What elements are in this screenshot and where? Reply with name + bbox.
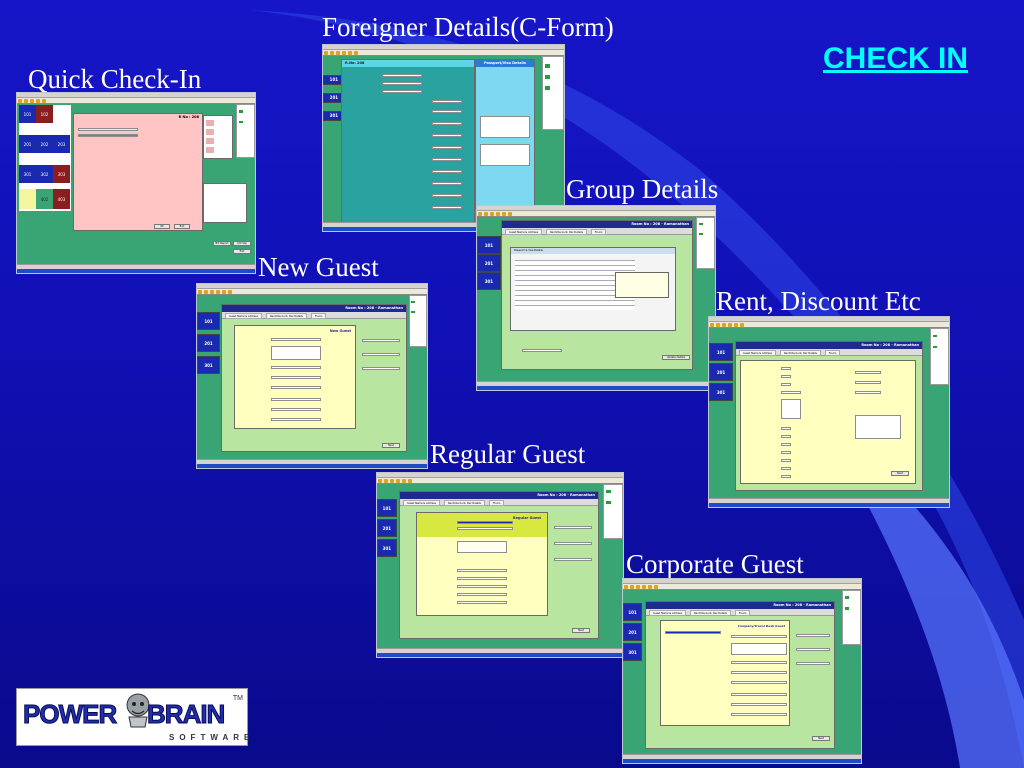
tab-rent-discount[interactable]: Rent,Discount, Pax Details <box>689 610 731 616</box>
next-button[interactable]: Next <box>891 471 909 476</box>
next-button[interactable]: Next <box>812 736 830 741</box>
room-header: Room No : 208 - Ramanathan <box>736 342 922 349</box>
room-tile[interactable]: 101 <box>709 343 733 361</box>
logo-word-brain: BRAIN <box>146 699 225 730</box>
room-tile[interactable]: 402 <box>36 189 53 209</box>
logo-trademark: TM <box>232 695 243 702</box>
room-tile[interactable]: 301 <box>477 272 501 290</box>
room-tile[interactable]: 101 <box>197 312 220 330</box>
tab-guest-name[interactable]: Guest Name & Address <box>403 500 441 506</box>
quick-check-in-label: Quick Check-In <box>28 64 202 94</box>
room-tile[interactable]: 101 <box>623 603 643 621</box>
new-guest-screenshot[interactable]: 101 201 301 Room No : 208 - Ramanathan G… <box>196 283 428 469</box>
tab-guest-name[interactable]: Guest Name & Address <box>649 610 687 616</box>
room-header: Room No : 208 - Ramanathan <box>222 305 406 312</box>
new-guest-label: New Guest <box>258 252 379 282</box>
next-button[interactable]: Next <box>382 443 400 448</box>
room-tile[interactable]: 201 <box>709 363 733 381</box>
room-tile[interactable]: 202 <box>36 135 53 153</box>
logo-word-power: POWER <box>22 699 117 730</box>
regular-guest-title: Regular Guest <box>512 516 541 520</box>
tab-guest-name[interactable]: Guest Name & Address <box>225 313 263 319</box>
room-header: Room No : 208 - Ramanathan <box>646 602 834 609</box>
quick-check-in-screenshot[interactable]: 101 102 201 202 203 301 302 303 402 403 … <box>16 92 256 274</box>
panel-header: R No : 208 <box>74 114 202 121</box>
foreigner-details-label: Foreigner Details(C-Form) <box>322 12 614 42</box>
power-brain-logo: POWER BRAIN TM SOFTWARE <box>16 688 249 746</box>
tab-floors[interactable]: Floors <box>734 610 751 616</box>
tab-rent-discount[interactable]: Rent,Discount, Pax Details <box>265 313 307 319</box>
passport-visa-header: Passport & Visa Details <box>511 248 675 254</box>
room-header: Room No : 208 - Ramanathan <box>400 492 598 499</box>
foreigner-details-screenshot[interactable]: 101 201 301 R.No: 208 Passport/Visa Deta… <box>322 44 565 232</box>
room-tile[interactable]: 301 <box>377 539 397 557</box>
panel-header: R.No: 208 <box>342 60 474 67</box>
tab-floors[interactable]: Floors <box>590 229 607 235</box>
next-button[interactable]: Next <box>572 628 590 633</box>
tab-rent-discount[interactable]: Rent,Discount, Pax Details <box>443 500 485 506</box>
room-tile[interactable]: 302 <box>36 165 53 183</box>
check-in-link[interactable]: CHECK IN <box>823 42 969 75</box>
room-tile[interactable]: 101 <box>377 499 397 517</box>
room-tile[interactable]: 201 <box>377 519 397 537</box>
room-tile[interactable]: 403 <box>53 189 70 209</box>
rent-discount-label: Rent, Discount Etc <box>716 286 921 316</box>
room-tile[interactable]: 201 <box>623 623 643 641</box>
room-tile[interactable]: 301 <box>197 356 220 374</box>
room-tile[interactable]: 101 <box>477 236 501 254</box>
rent-discount-screenshot[interactable]: 101 201 301 Room No : 208 - Ramanathan G… <box>708 316 950 508</box>
room-tile[interactable]: 102 <box>36 105 53 123</box>
logo-tagline: SOFTWARE <box>169 733 255 742</box>
mascot-icon <box>126 693 150 728</box>
tab-guest-name[interactable]: Guest Name & Address <box>739 350 777 356</box>
corporate-guest-title: Company/Travel Desk Guest <box>737 624 785 628</box>
tab-floors[interactable]: Floors <box>488 500 505 506</box>
tab-floors[interactable]: Floors <box>824 350 841 356</box>
group-details-screenshot[interactable]: 101 201 301 Room No : 208 - Ramanathan G… <box>476 205 716 391</box>
regular-guest-screenshot[interactable]: 101 201 301 Room No : 208 - Ramanathan G… <box>376 472 624 658</box>
room-header: Room No : 208 - Ramanathan <box>502 221 692 228</box>
new-guest-title: New Guest <box>329 329 351 333</box>
update-details-button[interactable]: Update Details <box>662 355 690 360</box>
corporate-guest-screenshot[interactable]: 101 201 301 Room No : 208 - Ramanathan G… <box>622 578 862 764</box>
tab-guest-name[interactable]: Guest Name & Address <box>505 229 543 235</box>
tab-rent-discount[interactable]: Rent,Discount, Pax Details <box>545 229 587 235</box>
regular-guest-label: Regular Guest <box>430 439 586 469</box>
room-tile[interactable]: 201 <box>477 254 501 272</box>
room-tile[interactable]: 101 <box>19 105 36 123</box>
tab-floors[interactable]: Floors <box>310 313 327 319</box>
corporate-guest-label: Corporate Guest <box>626 549 804 579</box>
tab-rent-discount[interactable]: Rent,Discount, Pax Details <box>779 350 821 356</box>
group-details-label: Group Details <box>566 174 719 204</box>
room-tile[interactable]: 301 <box>623 643 643 661</box>
room-tile[interactable]: 203 <box>53 135 70 153</box>
passport-visa-header: Passport/Visa Details <box>476 60 534 67</box>
room-tile[interactable]: 303 <box>53 165 70 183</box>
room-tile[interactable]: 201 <box>19 135 36 153</box>
room-tile[interactable]: 301 <box>709 383 733 401</box>
room-tile[interactable]: 301 <box>19 165 36 183</box>
room-tile[interactable]: 201 <box>197 334 220 352</box>
